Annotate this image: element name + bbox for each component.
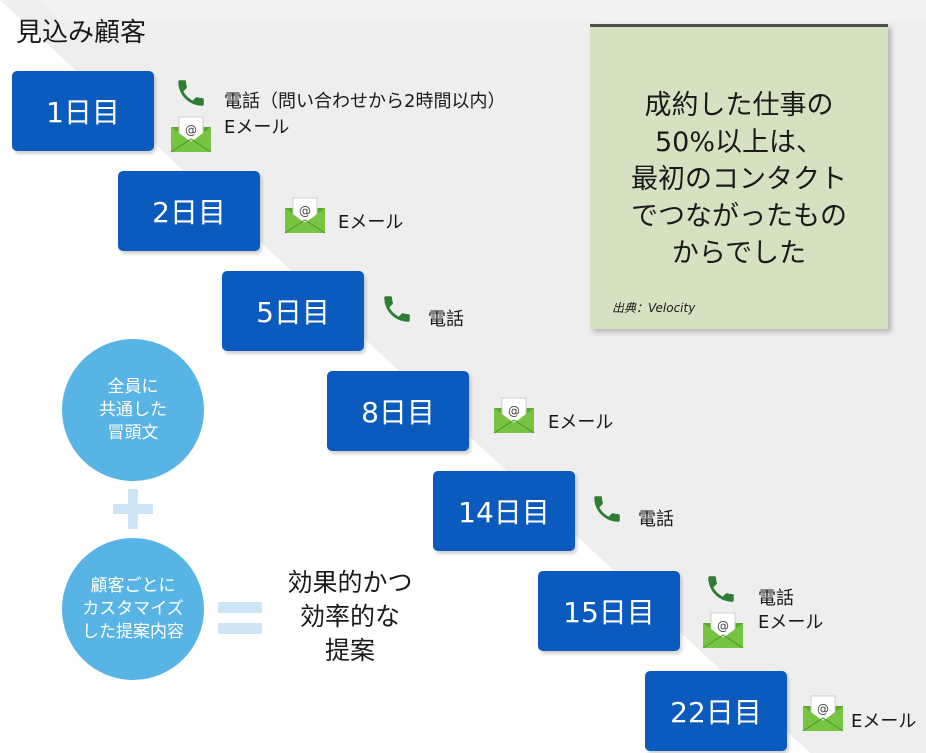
result-line: 効果的かつ — [287, 568, 413, 597]
phone-icon — [708, 576, 734, 602]
note-line: でつながったもの — [631, 201, 847, 232]
email-icon: @ — [284, 197, 326, 234]
day-box-14: 14日目 — [433, 471, 575, 551]
step-2-label-1: Eメール — [338, 212, 404, 233]
step-1-label-1: 電話（問い合わせから2時間以内） — [224, 91, 506, 112]
day-box-1: 1日目 — [12, 71, 154, 151]
plus-sign — [113, 489, 153, 529]
step-7-label-1: Eメール — [851, 711, 917, 732]
step-5-label-1: 電話 — [638, 509, 674, 530]
svg-text:@: @ — [508, 404, 520, 418]
result-line: 提案 — [324, 636, 375, 665]
step-4-label-1: Eメール — [548, 412, 614, 433]
circle-line: 共通した — [99, 399, 167, 420]
day-box-15: 15日目 — [538, 571, 680, 651]
day-box-22: 22日目 — [645, 671, 787, 751]
circle-common-opening: 全員に 共通した 冒頭文 — [62, 339, 204, 481]
note-source: 出典：Velocity — [612, 301, 696, 315]
day-box-5: 5日目 — [222, 271, 364, 351]
formula-result: 効果的かつ 効率的な 提案 — [270, 566, 430, 668]
phone-icon — [384, 296, 410, 322]
svg-text:@: @ — [299, 204, 311, 218]
svg-text:@: @ — [817, 702, 829, 716]
day-box-2: 2日目 — [118, 171, 260, 251]
step-3-label-1: 電話 — [428, 309, 464, 330]
equals-sign — [218, 598, 262, 638]
circle-line: した提案内容 — [82, 621, 184, 642]
page-title: 見込み顧客 — [16, 18, 147, 48]
day-box-8: 8日目 — [327, 371, 469, 451]
note-line: からでした — [671, 238, 807, 269]
circle-line: 顧客ごとに — [90, 575, 176, 596]
phone-icon — [594, 496, 620, 522]
email-icon: @ — [702, 612, 744, 649]
email-icon: @ — [493, 397, 535, 434]
svg-text:@: @ — [717, 619, 729, 633]
step-6-label-2: Eメール — [758, 612, 824, 633]
result-line: 効率的な — [299, 602, 400, 631]
note-line: 最初のコンタクト — [631, 164, 847, 195]
phone-icon — [178, 80, 204, 106]
circle-line: カスタマイズ — [82, 598, 184, 619]
email-icon: @ — [802, 695, 844, 732]
svg-text:@: @ — [185, 123, 197, 137]
step-1-label-2: Eメール — [224, 117, 290, 138]
note-line: 成約した仕事の — [644, 90, 834, 121]
circle-line: 冒頭文 — [107, 422, 159, 443]
note-line: 50%以上は、 — [654, 127, 823, 158]
step-6-label-1: 電話 — [758, 588, 794, 609]
email-icon: @ — [170, 116, 212, 153]
circle-customized-proposal: 顧客ごとに カスタマイズ した提案内容 — [62, 538, 204, 680]
statistic-note: 成約した仕事の 50%以上は、 最初のコンタクト でつながったもの からでした … — [590, 24, 888, 329]
circle-line: 全員に — [107, 376, 159, 397]
note-text: 成約した仕事の 50%以上は、 最初のコンタクト でつながったもの からでした — [590, 87, 888, 272]
